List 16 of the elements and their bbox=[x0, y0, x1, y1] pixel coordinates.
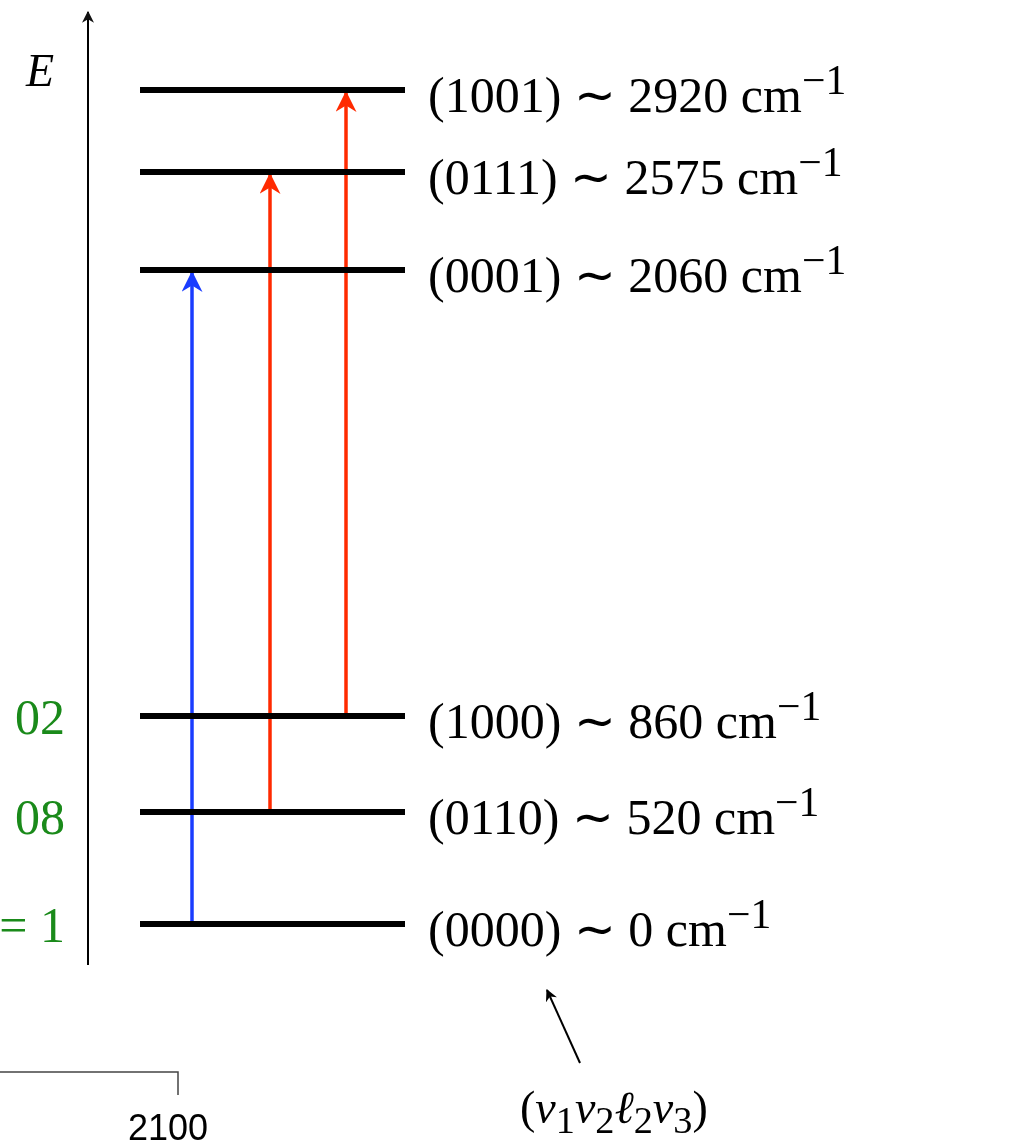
quantum-number-label: (v$_{1}$v$_{2}$ℓ$_{2}$v$_{3}$) bbox=[520, 1085, 708, 1140]
axis-label: E bbox=[26, 48, 55, 94]
population-label: = 1 bbox=[0, 900, 65, 950]
population-label: 02 bbox=[15, 692, 65, 742]
transition-arrow bbox=[335, 90, 357, 713]
energy-level-bar bbox=[140, 921, 405, 927]
transition-arrow bbox=[181, 270, 203, 921]
tick-label: 2100 bbox=[128, 1110, 209, 1146]
energy-level-bar bbox=[140, 87, 405, 93]
energy-level-bar bbox=[140, 267, 405, 273]
energy-level-bar bbox=[140, 713, 405, 719]
transition-arrow bbox=[259, 172, 281, 809]
energy-level-bar bbox=[140, 809, 405, 815]
energy-level-bar bbox=[140, 169, 405, 175]
population-label: 08 bbox=[15, 792, 65, 842]
leader-line bbox=[546, 988, 581, 1064]
